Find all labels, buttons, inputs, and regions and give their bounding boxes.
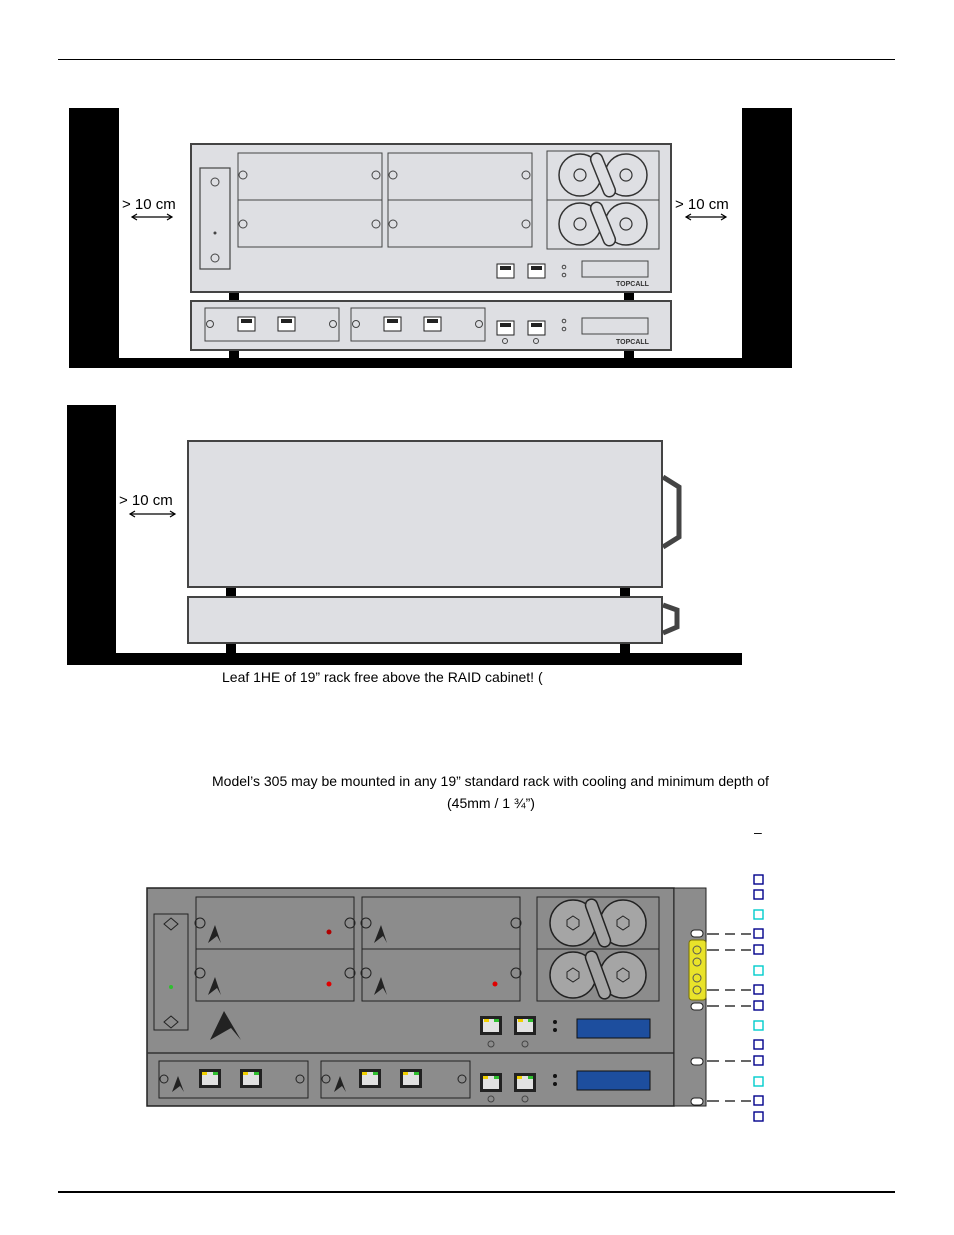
- drive-bay: [237, 199, 383, 248]
- clearance-label-right: > 10 cm: [675, 196, 729, 213]
- raid-unit-side: [187, 440, 663, 588]
- rack-side-view-figure: > 10 cm: [67, 405, 743, 667]
- lcd-display: [581, 260, 649, 278]
- header-rule: [58, 59, 895, 60]
- network-card: [204, 307, 340, 342]
- drive-bay: [387, 152, 533, 201]
- network-card: [158, 1060, 309, 1099]
- footer-rule: [58, 1191, 895, 1193]
- clearance-label-left: > 10 cm: [119, 492, 173, 509]
- network-card: [350, 307, 486, 342]
- drive-bay: [237, 152, 383, 201]
- rack-front-view-figure: TOPCALL TOPCALL > 10 cm > 10 cm: [69, 108, 794, 370]
- brand-logo: TOPCALL: [616, 339, 650, 346]
- rack-post-right: [742, 108, 792, 368]
- lcd-display: [576, 1070, 651, 1091]
- lcd-display: [581, 317, 649, 335]
- model-305-front-panel-figure: [146, 874, 764, 1122]
- model-mounting-text: Model’s 305 may be mounted in any 19” st…: [212, 773, 769, 789]
- rear-handle: [661, 474, 682, 550]
- mounting-bracket: [688, 939, 707, 1001]
- rack-floor: [69, 358, 792, 368]
- rear-handle: [662, 602, 680, 636]
- rack-post-left: [69, 108, 119, 368]
- model-mounting-dimension: (45mm / 1 ¾”): [447, 795, 535, 811]
- rack-marker-cyan: [753, 909, 764, 1087]
- dash-mark: –: [754, 824, 762, 840]
- rack-post-left: [67, 405, 116, 665]
- clearance-label-left: > 10 cm: [122, 196, 176, 213]
- rack-marker-navy: [753, 874, 764, 1122]
- brand-logo: TOPCALL: [616, 281, 650, 288]
- drive-bay: [387, 199, 533, 248]
- network-card: [320, 1060, 471, 1099]
- side-handle: [153, 913, 189, 1031]
- lcd-display: [576, 1018, 651, 1039]
- server-unit-side: [187, 596, 663, 644]
- rack-floor: [67, 653, 742, 665]
- raid-side-handle: [199, 167, 231, 270]
- rack-clearance-caption: Leaf 1HE of 19” rack free above the RAID…: [222, 669, 543, 685]
